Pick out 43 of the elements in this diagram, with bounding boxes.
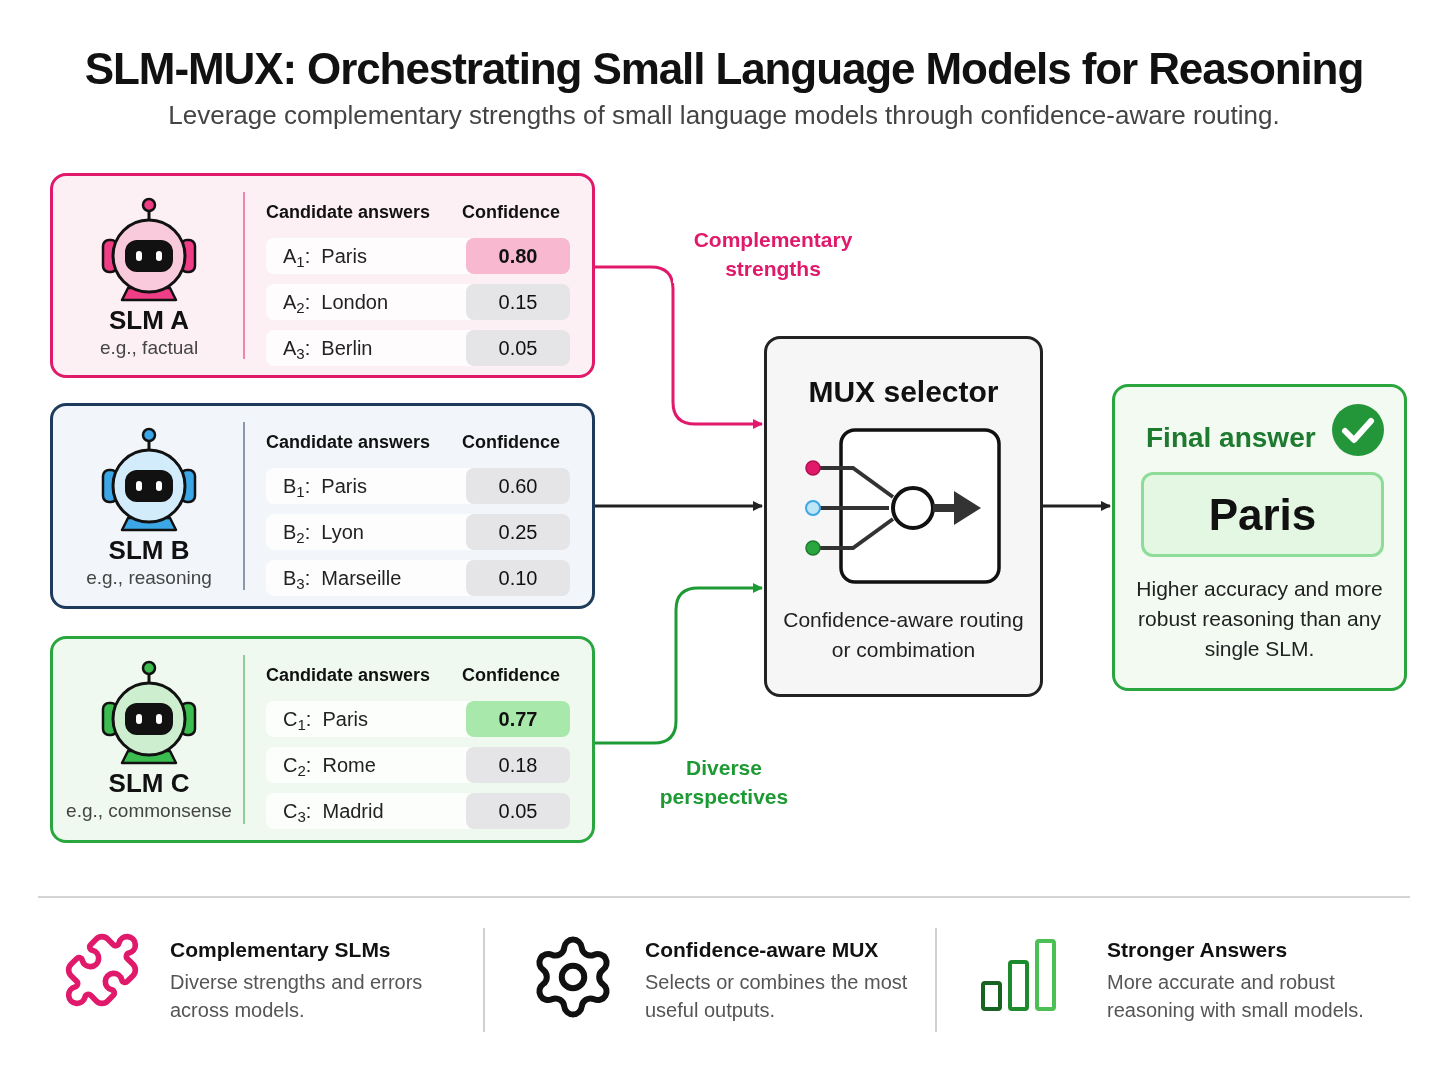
column-header: Confidence: [462, 663, 560, 687]
confidence-cell: 0.10: [466, 560, 570, 596]
arrow: [1043, 501, 1111, 511]
confidence-cell: 0.60: [466, 468, 570, 504]
feature-description: Diverse strengths and errors across models.: [170, 970, 424, 1023]
confidence-cell: 0.05: [466, 330, 570, 366]
feature-description: Selects or combines the most useful outputs.: [645, 970, 909, 1023]
arrow: [595, 583, 763, 745]
model-name: SLM B: [107, 534, 191, 566]
selector-box: [764, 336, 1043, 697]
column-header: Candidate answers: [266, 430, 432, 454]
card-description: Higher accuracy and more robust reasoning than any single SLM.: [1135, 576, 1384, 662]
diagram-title: SLM-MUX: Orchestrating Small Language Models for Reasoning: [83, 43, 1365, 95]
box-title: MUX selector: [807, 374, 1000, 410]
model-name: SLM C: [107, 767, 191, 799]
confidence-cell: 0.05: [466, 793, 570, 829]
column-header: Candidate answers: [266, 200, 432, 224]
model-panel: [50, 636, 595, 843]
feature-heading: Stronger Answers: [1107, 937, 1288, 963]
arrow: [595, 265, 763, 429]
result-card: [1112, 384, 1407, 691]
model-specialty: e.g., reasoning: [85, 566, 213, 590]
confidence-cell: 0.80: [466, 238, 570, 274]
model-panel: [50, 403, 595, 609]
subtitle: Leverage complementary strengths of small language models through confidence-aware routing.: [167, 99, 1281, 132]
model-name: SLM A: [108, 304, 190, 336]
column-header: Confidence: [462, 430, 560, 454]
column-header: Confidence: [462, 200, 560, 224]
arrow: [595, 501, 763, 511]
confidence-cell: 0.25: [466, 514, 570, 550]
box-description: Confidence-aware routing or combimation: [782, 607, 1025, 663]
confidence-cell: 0.77: [466, 701, 570, 737]
answer-box: Paris: [1141, 472, 1384, 557]
model-specialty: e.g., factual: [98, 336, 200, 360]
feature-heading: Confidence-aware MUX: [645, 937, 879, 963]
model-specialty: e.g., commonsense: [65, 799, 233, 823]
column-header: Candidate answers: [266, 663, 432, 687]
feature-heading: Complementary SLMs: [170, 937, 391, 963]
model-panel: [50, 173, 595, 378]
confidence-cell: 0.15: [466, 284, 570, 320]
card-title: Final answer: [1146, 421, 1316, 455]
confidence-cell: 0.18: [466, 747, 570, 783]
feature-description: More accurate and robust reasoning with small models.: [1107, 970, 1365, 1023]
